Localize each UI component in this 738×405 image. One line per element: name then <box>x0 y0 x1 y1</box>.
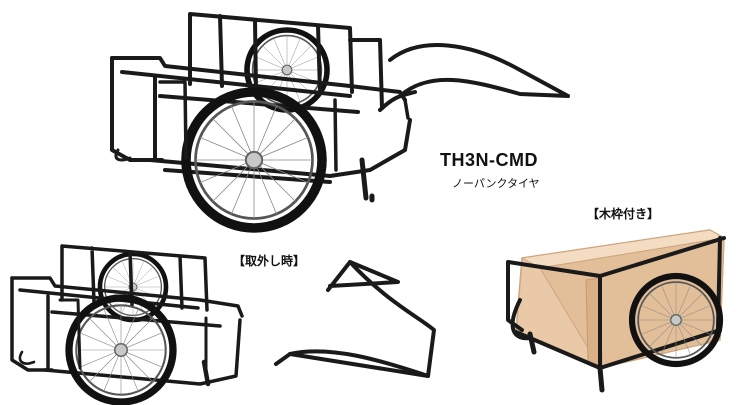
detached-cart <box>12 246 242 402</box>
detached-label: 【取外し時】 <box>233 254 306 268</box>
wooden-frame-cart-wheel <box>632 276 720 364</box>
main-cart <box>112 14 570 228</box>
model-number: TH3N-CMD <box>440 150 538 170</box>
tire-type-caption: ノーパンクタイヤ <box>452 177 540 190</box>
main-cart-front-wheel <box>186 92 322 228</box>
wooden-frame-label: 【木枠付き】 <box>587 207 660 221</box>
wooden-frame-cart <box>506 229 726 393</box>
detached-handle <box>274 260 436 378</box>
detached-cart-front-wheel <box>69 298 173 402</box>
